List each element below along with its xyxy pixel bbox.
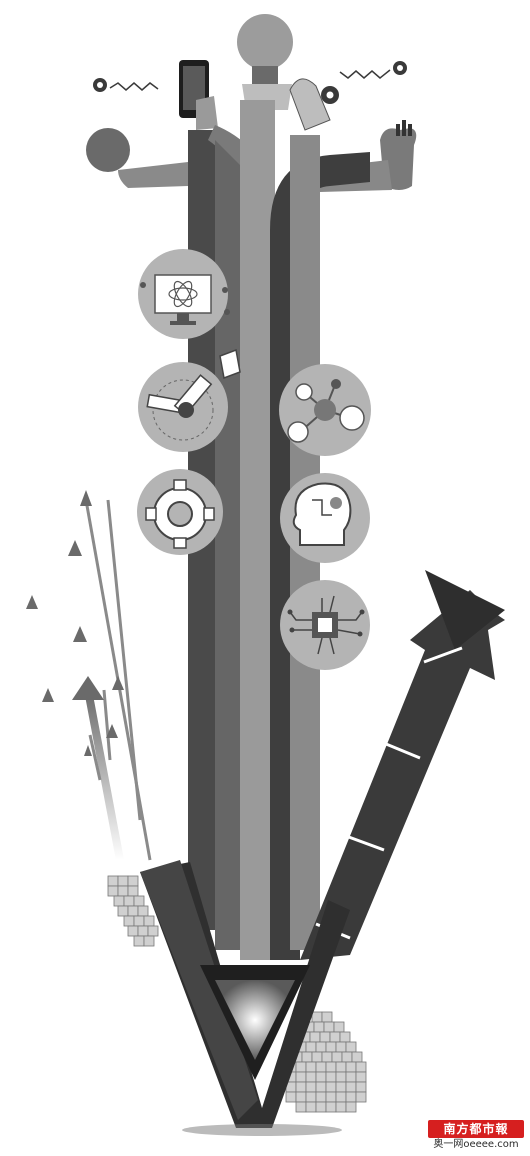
phone-icon bbox=[179, 60, 218, 130]
pixel-blocks-left bbox=[107, 875, 159, 947]
publisher-site: 奥一网oeeee.com bbox=[433, 1139, 519, 1150]
ball-hand-left bbox=[86, 128, 188, 188]
v-shape-icon bbox=[140, 860, 350, 1128]
robot-arm-icon bbox=[138, 348, 241, 452]
rising-arrowheads bbox=[26, 490, 124, 756]
gear-icon bbox=[93, 78, 159, 92]
gear-icon bbox=[321, 61, 407, 104]
cog-icon bbox=[137, 469, 223, 555]
ground-shadow bbox=[182, 1124, 342, 1136]
microchip-icon bbox=[280, 580, 370, 670]
hand-right-top bbox=[289, 78, 331, 131]
rising-arrow-icon bbox=[300, 570, 505, 960]
publisher-badge: 南方都市報 bbox=[428, 1120, 524, 1138]
lightbulb-icon bbox=[237, 14, 293, 110]
brain-head-icon bbox=[280, 473, 370, 563]
atom-monitor-icon bbox=[138, 249, 230, 339]
molecule-icon bbox=[279, 364, 371, 456]
publisher-watermark: 南方都市報 奥一网oeeee.com bbox=[428, 1120, 524, 1152]
